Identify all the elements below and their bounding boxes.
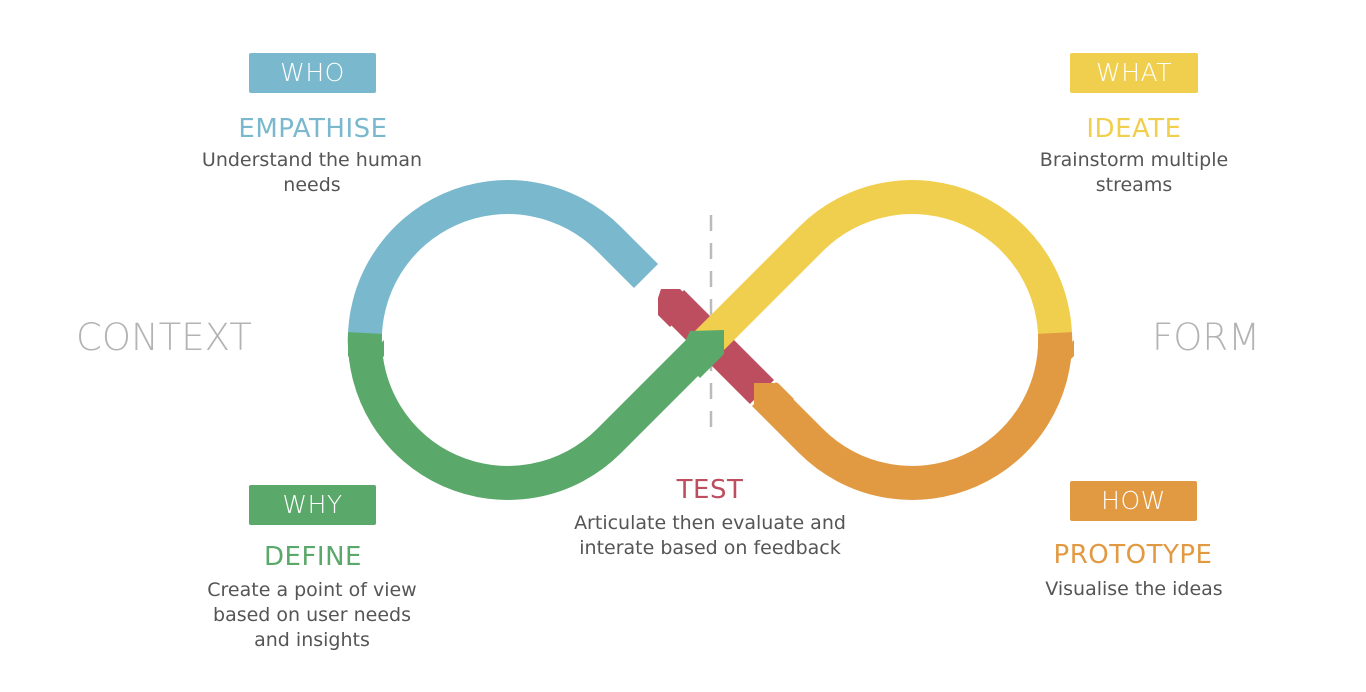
prototype-arrowhead bbox=[754, 383, 794, 423]
define-desc-line: Create a point of view bbox=[207, 579, 417, 601]
form-label: FORM bbox=[1152, 316, 1261, 359]
empathise-define-joint bbox=[348, 340, 384, 374]
ideate-segment bbox=[685, 180, 1073, 365]
why-tag: WHY bbox=[249, 485, 376, 525]
prototype-segment bbox=[751, 332, 1073, 500]
who-tag: WHO bbox=[249, 53, 376, 93]
ideate-description: Brainstorm multiple streams bbox=[990, 148, 1278, 198]
prototype-description: Visualise the ideas bbox=[990, 577, 1278, 602]
empathise-desc-line: needs bbox=[283, 174, 341, 196]
define-arrowhead bbox=[678, 330, 724, 378]
ideate-prototype-joint bbox=[1038, 340, 1074, 374]
empathise-title: EMPATHISE bbox=[238, 114, 388, 144]
prototype-desc-line: Visualise the ideas bbox=[1045, 578, 1223, 600]
context-label: CONTEXT bbox=[76, 316, 252, 359]
define-segment bbox=[347, 332, 717, 500]
ideate-title: IDEATE bbox=[1086, 114, 1182, 144]
test-description: Articulate then evaluate and interate ba… bbox=[530, 511, 890, 561]
define-description: Create a point of view based on user nee… bbox=[150, 578, 474, 653]
empathise-description: Understand the human needs bbox=[150, 148, 474, 198]
how-tag: HOW bbox=[1070, 481, 1197, 521]
define-desc-line: based on user needs bbox=[213, 604, 411, 626]
test-desc-line: Articulate then evaluate and bbox=[574, 512, 846, 534]
test-desc-line: interate based on feedback bbox=[579, 537, 841, 559]
define-desc-line: and insights bbox=[254, 629, 370, 651]
prototype-title: PROTOTYPE bbox=[1053, 540, 1213, 570]
ideate-desc-line: Brainstorm multiple bbox=[1039, 149, 1229, 171]
define-title: DEFINE bbox=[264, 542, 362, 572]
what-tag: WHAT bbox=[1070, 53, 1198, 93]
empathise-segment bbox=[347, 180, 659, 348]
empathise-desc-line: Understand the human bbox=[201, 149, 423, 171]
test-segment-cap bbox=[658, 289, 694, 327]
ideate-desc-line: streams bbox=[1095, 174, 1173, 196]
test-title: TEST bbox=[676, 475, 744, 505]
